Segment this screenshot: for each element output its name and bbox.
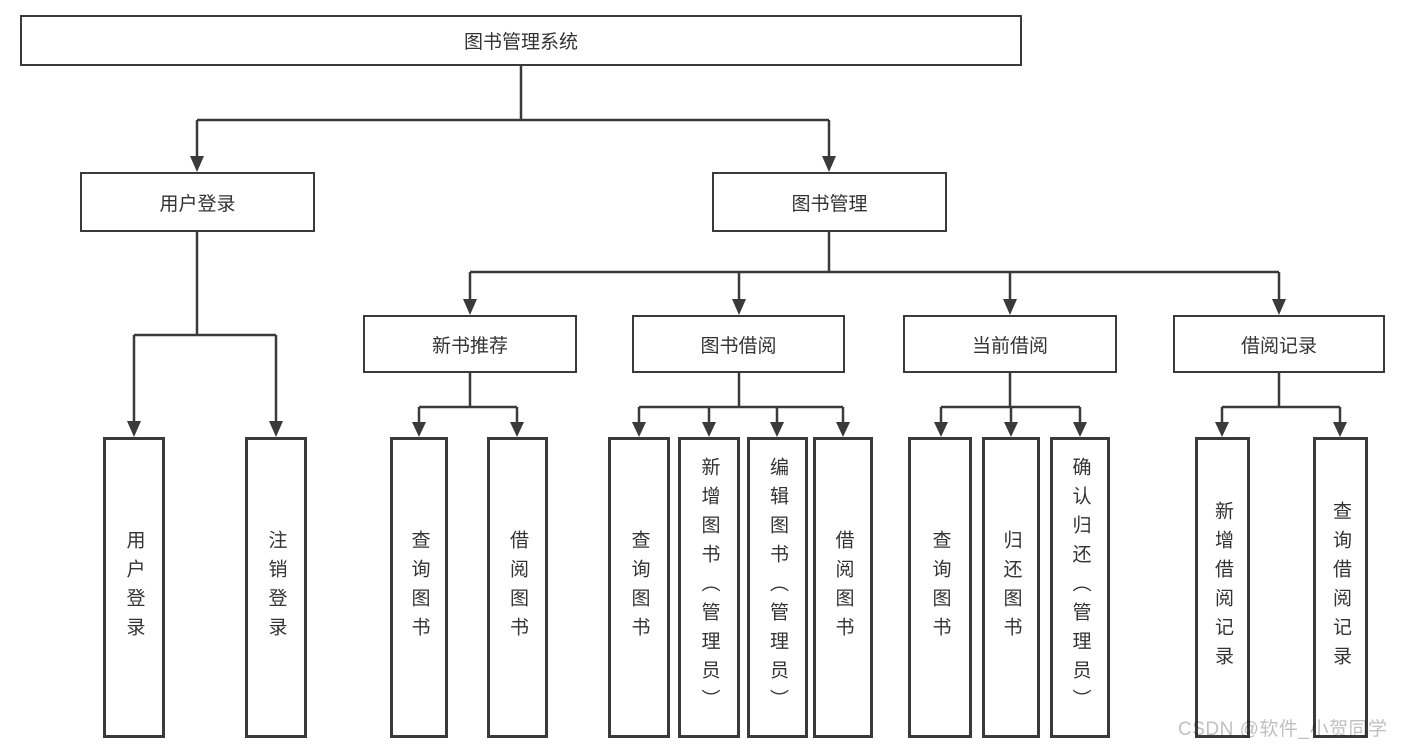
node-label: 用户登录 xyxy=(159,193,236,215)
leaf-bb-query-books: 查询图书 xyxy=(608,437,670,738)
connector-book-management-to-level3 xyxy=(463,232,1286,315)
connector-root-to-level2 xyxy=(190,66,836,172)
node-label: 查询图书 xyxy=(929,529,951,646)
node-book-borrow: 图书借阅 xyxy=(632,315,845,373)
connector-borrow-records-to-leaves xyxy=(1215,373,1347,437)
node-label: 查询借阅记录 xyxy=(1330,500,1351,675)
leaf-br-add-record: 新增借阅记录 xyxy=(1195,437,1250,738)
node-user-login: 用户登录 xyxy=(80,172,315,232)
node-label: 确认归还（管理员） xyxy=(1069,457,1091,718)
leaf-bb-edit-books-admin: 编辑图书（管理员） xyxy=(747,437,808,738)
node-label: 新增图书（管理员） xyxy=(698,457,720,718)
leaf-cb-query-books: 查询图书 xyxy=(908,437,972,738)
node-new-book-recommend: 新书推荐 xyxy=(363,315,577,373)
leaf-cb-confirm-return-admin: 确认归还（管理员） xyxy=(1050,437,1110,738)
leaf-br-query-record: 查询借阅记录 xyxy=(1313,437,1368,738)
node-borrow-records: 借阅记录 xyxy=(1173,315,1385,373)
node-label: 图书借阅 xyxy=(700,335,777,357)
csdn-watermark: CSDN @软件_小贺同学 xyxy=(1178,719,1388,740)
connector-book-borrow-to-leaves xyxy=(632,373,850,437)
node-label: 新书推荐 xyxy=(431,335,508,357)
node-label: 借阅图书 xyxy=(507,529,528,646)
node-label: 新增借阅记录 xyxy=(1212,500,1233,675)
node-label: 用户登录 xyxy=(123,529,145,646)
leaf-bb-add-books-admin: 新增图书（管理员） xyxy=(678,437,740,738)
node-label: 注销登录 xyxy=(265,529,287,646)
leaf-logout: 注销登录 xyxy=(245,437,307,738)
node-label: 查询图书 xyxy=(628,529,650,646)
node-library-system: 图书管理系统 xyxy=(20,15,1022,66)
leaf-nbr-query-books: 查询图书 xyxy=(390,437,448,738)
node-label: 图书管理系统 xyxy=(463,32,578,53)
connector-new-book-recommend-to-leaves xyxy=(412,373,524,437)
node-book-management: 图书管理 xyxy=(712,172,947,232)
node-label: 查询图书 xyxy=(408,529,430,646)
node-label: 归还图书 xyxy=(1000,529,1022,646)
node-current-borrow: 当前借阅 xyxy=(903,315,1117,373)
leaf-user-login: 用户登录 xyxy=(103,437,165,738)
connector-user-login-to-leaves xyxy=(127,232,283,437)
node-label: 借阅图书 xyxy=(832,529,854,646)
leaf-nbr-borrow-books: 借阅图书 xyxy=(487,437,548,738)
node-label: 借阅记录 xyxy=(1240,335,1317,357)
node-label: 当前借阅 xyxy=(971,335,1048,357)
leaf-bb-borrow-books: 借阅图书 xyxy=(813,437,873,738)
node-label: 编辑图书（管理员） xyxy=(767,457,788,718)
connector-current-borrow-to-leaves xyxy=(934,373,1087,437)
node-label: 图书管理 xyxy=(791,193,868,215)
leaf-cb-return-books: 归还图书 xyxy=(982,437,1040,738)
